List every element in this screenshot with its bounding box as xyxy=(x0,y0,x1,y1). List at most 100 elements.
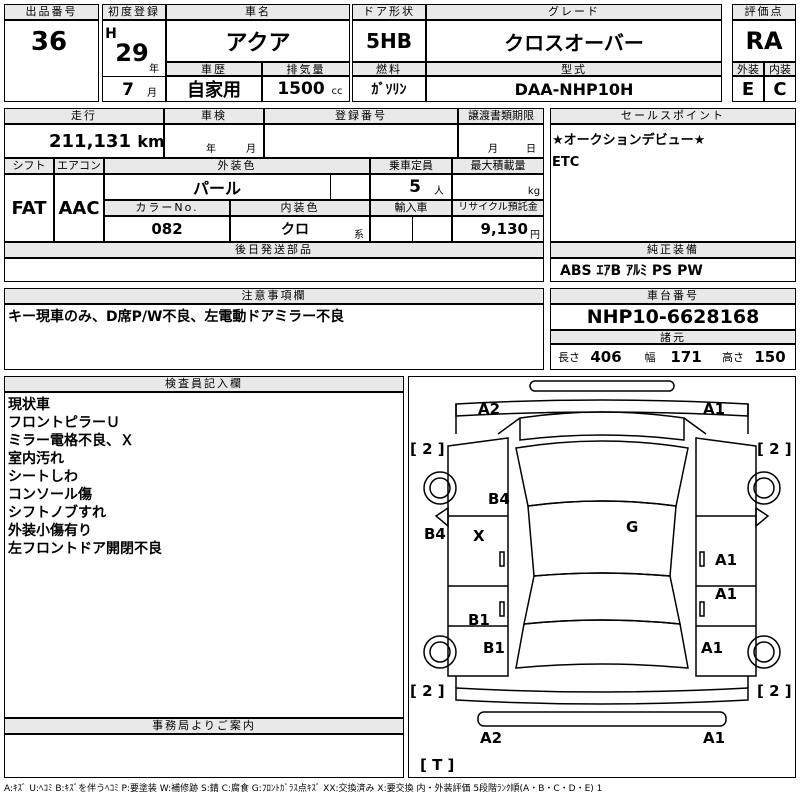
first-reg-header: 初度登録 xyxy=(102,4,166,20)
ext-grade-header: 外装 xyxy=(732,62,764,76)
car-name-value: アクア xyxy=(225,31,291,56)
model-value: DAA-NHP10H xyxy=(514,79,634,99)
dimensions-header: 諸元 xyxy=(550,330,796,344)
grade-header: グレード xyxy=(426,4,722,20)
inspection-header: 車検 xyxy=(164,108,264,124)
recycle-box xyxy=(452,216,544,242)
length-value: 406 xyxy=(590,348,622,366)
import-sep xyxy=(412,216,413,242)
car-name-box xyxy=(166,20,350,62)
int-color-header: 内装色 xyxy=(230,200,370,216)
grade-value: クロスオーバー xyxy=(504,30,644,55)
aircon-header: エアコン xyxy=(54,158,104,174)
aircon-value: AAC xyxy=(58,197,100,219)
sales-point-box xyxy=(550,124,796,242)
sales-point-header: セールスポイント xyxy=(550,108,796,124)
int-grade-header: 内装 xyxy=(764,62,796,76)
car-name-header: 車名 xyxy=(166,4,350,20)
score-box xyxy=(732,20,796,62)
mark-front-left: A2 xyxy=(478,400,501,418)
max-load-header: 最大積載量 xyxy=(452,158,544,174)
car-diagram xyxy=(423,380,781,727)
aircon-box xyxy=(54,174,104,242)
recycle-unit: 円 xyxy=(530,229,540,241)
mark-left-side: B4 xyxy=(424,525,446,543)
mark-roof: G xyxy=(626,518,639,536)
height-value: 150 xyxy=(754,348,786,366)
equipment-header: 純正装備 xyxy=(550,242,796,258)
first-reg-month-unit: 月 xyxy=(147,87,157,99)
mileage-box xyxy=(4,124,164,158)
model-box xyxy=(426,76,722,102)
ext-color-value: パール xyxy=(192,179,241,198)
first-reg-year: 29 xyxy=(115,39,149,67)
capacity-value: 5 xyxy=(409,177,421,197)
max-load-box xyxy=(452,174,544,200)
inspector-text: 現状車 フロントピラーＵ ミラー電格不良、Ｘ 室内汚れ シートしわ コンソール傷… xyxy=(8,397,162,557)
equipment-box xyxy=(550,258,796,282)
later-parts-box xyxy=(4,258,544,282)
max-load-unit: kg xyxy=(527,185,541,197)
history-box xyxy=(166,76,262,102)
diagram-box xyxy=(408,376,796,778)
ext-grade-box xyxy=(732,76,764,102)
mark-left-front-door-x: X xyxy=(473,527,485,545)
color-no-header: カラーNo. xyxy=(104,200,230,216)
inspector-header: 検査員記入欄 xyxy=(4,376,404,392)
lot-number: 36 xyxy=(30,27,68,57)
fuel-value: ｶﾞｿﾘﾝ xyxy=(371,82,407,98)
mark-left-pillar: B4 xyxy=(488,490,510,508)
first-reg-era: H xyxy=(105,26,117,42)
mileage-value: 211,131 xyxy=(49,130,131,152)
inspection-year-unit: 年 xyxy=(206,143,216,155)
transfer-header: 譲渡書類期限 xyxy=(458,108,544,124)
lot-header: 出品番号 xyxy=(4,4,99,20)
displacement-unit: cc xyxy=(331,85,343,97)
displacement-value: 1500 xyxy=(277,79,325,99)
inspection-month-unit: 月 xyxy=(246,143,256,155)
mark-left-rear-door: B1 xyxy=(468,611,490,629)
first-reg-box xyxy=(102,20,166,102)
legend: A:ｷｽﾞ U:ﾍｺﾐ B:ｷｽﾞを伴うﾍｺﾐ P:要塗装 W:補修跡 S:錆 … xyxy=(4,784,603,794)
mark-rear-right: A1 xyxy=(703,729,726,747)
int-color-unit: 系 xyxy=(354,229,364,241)
transfer-box xyxy=(458,124,544,158)
mark-front-right: A1 xyxy=(703,400,726,418)
score-header: 評価点 xyxy=(732,4,796,20)
mark-trunk: [ T ] xyxy=(420,756,455,774)
length-label: 長さ xyxy=(558,351,580,364)
displacement-box xyxy=(262,76,350,102)
shift-value: FAT xyxy=(11,197,47,219)
grade-box xyxy=(426,20,722,62)
mark-tire-fl: [ 2 ] xyxy=(410,440,445,458)
mark-left-rear-qtr: B1 xyxy=(483,639,505,657)
history-header: 車歴 xyxy=(166,62,262,76)
import-header: 輸入車 xyxy=(370,200,452,216)
chassis-header: 車台番号 xyxy=(550,288,796,304)
model-header: 型式 xyxy=(426,62,722,76)
int-grade-value: C xyxy=(773,78,787,100)
door-header: ドア形状 xyxy=(352,4,426,20)
mark-right-rear-door: A1 xyxy=(715,585,738,603)
chassis-value: NHP10-6628168 xyxy=(586,306,760,328)
capacity-header: 乗車定員 xyxy=(370,158,452,174)
caution-header: 注意事項欄 xyxy=(4,288,544,304)
shift-header: シフト xyxy=(4,158,54,174)
office-header: 事務局よりご案内 xyxy=(4,718,404,734)
dimensions-box xyxy=(550,344,796,370)
chassis-box xyxy=(550,304,796,330)
registration-header: 登録番号 xyxy=(264,108,458,124)
ext-color-box xyxy=(104,174,370,200)
ext-color-header: 外装色 xyxy=(104,158,370,174)
int-color-value: クロ xyxy=(281,222,309,238)
inspector-box xyxy=(4,392,404,718)
inspection-box xyxy=(164,124,264,158)
transfer-month-unit: 月 xyxy=(488,143,498,155)
caution-text: キー現車のみ、D席P/W不良、左電動ドアミラー不良 xyxy=(8,309,345,325)
import-box xyxy=(370,216,452,242)
sales-point-text: ★オークションデビュー★ ETC xyxy=(552,133,706,170)
color-no-box xyxy=(104,216,230,242)
fuel-box xyxy=(352,76,426,102)
capacity-unit: 人 xyxy=(434,185,444,197)
color-no-value: 082 xyxy=(151,220,183,238)
